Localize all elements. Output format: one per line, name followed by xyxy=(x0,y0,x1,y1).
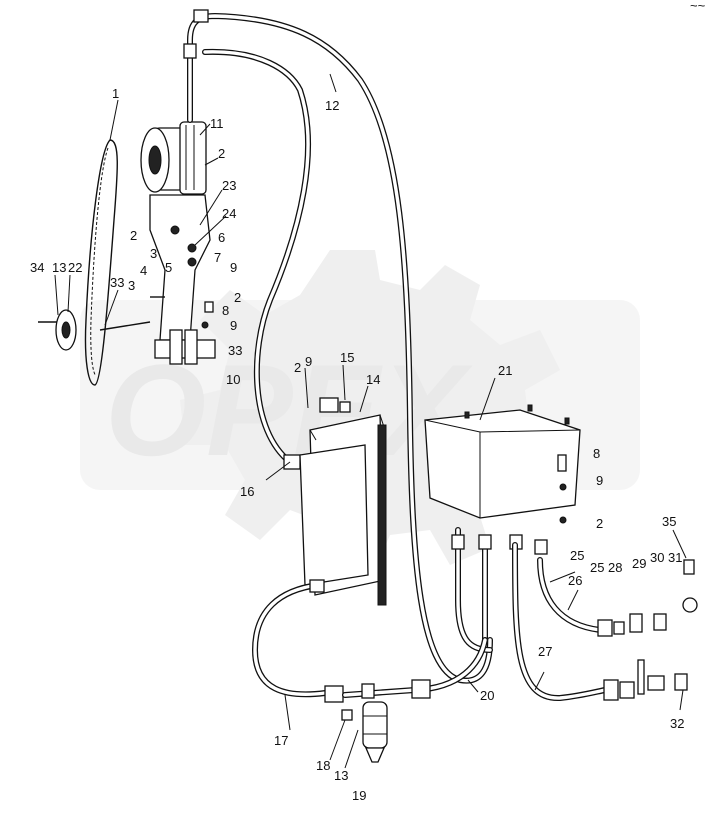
callout-15: 15 xyxy=(340,350,354,365)
callout-9: 9 xyxy=(230,260,237,275)
reservoir-tank xyxy=(424,404,581,524)
callout-29: 29 xyxy=(632,556,646,571)
callout-34: 34 xyxy=(30,260,44,275)
callout-23: 23 xyxy=(222,178,236,193)
callout-3: 3 xyxy=(150,246,157,261)
callout-17: 17 xyxy=(274,733,288,748)
filter-drier xyxy=(341,701,388,763)
callout-2: 2 xyxy=(294,360,301,375)
callout-11: 11 xyxy=(210,116,224,131)
callout-30: 30 xyxy=(650,550,664,565)
callout-27: 27 xyxy=(538,644,552,659)
callout-2: 2 xyxy=(218,146,225,161)
callout-19: 19 xyxy=(352,788,366,803)
callout-5: 5 xyxy=(165,260,172,275)
callout-25: 25 xyxy=(570,548,584,563)
callout-9: 9 xyxy=(596,473,603,488)
callout-26: 26 xyxy=(568,573,582,588)
callout-13: 13 xyxy=(334,768,348,783)
corner-mark: ~~ xyxy=(690,0,706,13)
callout-33: 33 xyxy=(228,343,242,358)
callout-16: 16 xyxy=(240,484,254,499)
hose-12 xyxy=(183,9,493,684)
callout-28: 28 xyxy=(608,560,622,575)
condenser-unit xyxy=(299,397,387,606)
callout-8: 8 xyxy=(222,303,229,318)
hose-26 xyxy=(537,557,698,637)
ac-compressor xyxy=(140,121,207,195)
callout-8: 8 xyxy=(593,446,600,461)
callout-12: 12 xyxy=(325,98,339,113)
callout-1: 1 xyxy=(112,86,119,101)
callout-2: 2 xyxy=(596,516,603,531)
callout-32: 32 xyxy=(670,716,684,731)
callout-25: 25 xyxy=(590,560,604,575)
pulley xyxy=(38,309,77,351)
callout-7: 7 xyxy=(214,250,221,265)
drive-belt xyxy=(84,139,118,386)
callout-21: 21 xyxy=(498,363,512,378)
callout-6: 6 xyxy=(218,230,225,245)
compressor-bracket xyxy=(99,194,216,365)
callout-22: 22 xyxy=(68,260,82,275)
callout-2: 2 xyxy=(234,290,241,305)
callout-33: 33 xyxy=(110,275,124,290)
callout-9: 9 xyxy=(230,318,237,333)
callout-2: 2 xyxy=(130,228,137,243)
callout-31: 31 xyxy=(668,550,682,565)
hose-17 xyxy=(251,579,344,703)
callout-13: 13 xyxy=(52,260,66,275)
hose-27 xyxy=(512,542,688,702)
leader-lines xyxy=(54,73,687,769)
callout-10: 10 xyxy=(226,372,240,387)
callout-24: 24 xyxy=(222,206,236,221)
callout-3: 3 xyxy=(128,278,135,293)
callout-20: 20 xyxy=(480,688,494,703)
hose-20 xyxy=(342,637,488,699)
callout-35: 35 xyxy=(662,514,676,529)
callout-4: 4 xyxy=(140,263,147,278)
callout-9: 9 xyxy=(305,354,312,369)
callout-14: 14 xyxy=(366,372,380,387)
callout-labels: 1 11 2 23 24 6 2 3 5 7 9 2 8 9 33 10 34 … xyxy=(30,86,684,803)
callout-18: 18 xyxy=(316,758,330,773)
